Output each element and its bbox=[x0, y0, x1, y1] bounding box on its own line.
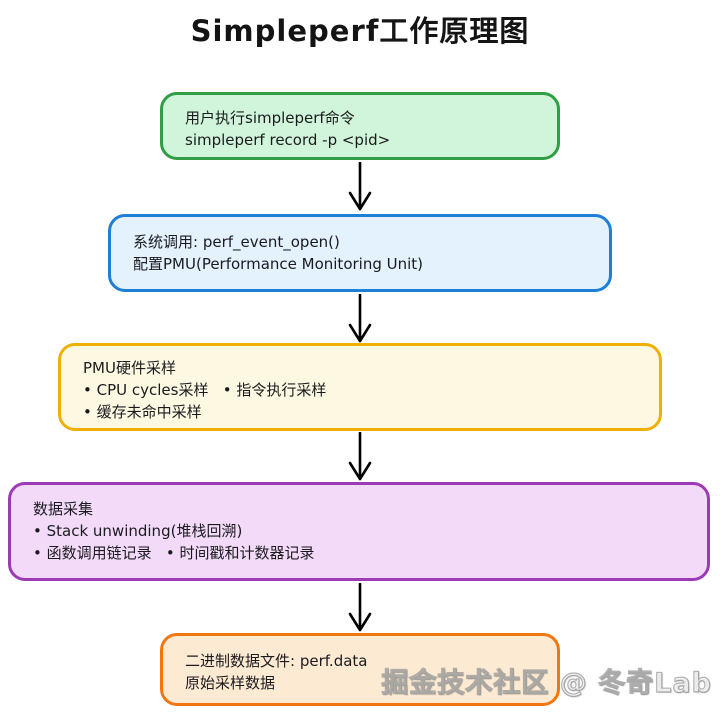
node-text-line: 原始采样数据 bbox=[185, 674, 276, 692]
node-binary-output-file: 二进制数据文件: perf.data 原始采样数据 bbox=[160, 633, 560, 706]
node-syscall-pmu-config: 系统调用: perf_event_open() 配置PMU(Performanc… bbox=[108, 214, 612, 292]
node-text-line: PMU硬件采样 bbox=[83, 359, 176, 377]
node-text-line: • CPU cycles采样 • 指令执行采样 bbox=[83, 381, 327, 399]
flow-arrow-3 bbox=[348, 432, 372, 481]
node-text-line: 二进制数据文件: perf.data bbox=[185, 652, 368, 670]
node-data-collection: 数据采集 • Stack unwinding(堆栈回溯) • 函数调用链记录 •… bbox=[8, 482, 710, 581]
diagram-title: Simpleperf工作原理图 bbox=[190, 14, 530, 48]
flow-arrow-1 bbox=[348, 162, 372, 211]
node-text-line: 数据采集 bbox=[33, 500, 94, 518]
node-text-line: • 缓存未命中采样 bbox=[83, 403, 202, 421]
node-text-line: 用户执行simpleperf命令 bbox=[185, 109, 355, 127]
node-text-line: 系统调用: perf_event_open() bbox=[133, 233, 340, 251]
node-text-line: • 函数调用链记录 • 时间戳和计数器记录 bbox=[33, 544, 315, 562]
node-text-line: • Stack unwinding(堆栈回溯) bbox=[33, 522, 243, 540]
node-text-line: simpleperf record -p <pid> bbox=[185, 131, 391, 149]
node-pmu-hardware-sampling: PMU硬件采样 • CPU cycles采样 • 指令执行采样 • 缓存未命中采… bbox=[58, 343, 662, 431]
node-text-line: 配置PMU(Performance Monitoring Unit) bbox=[133, 255, 424, 273]
flow-arrow-2 bbox=[348, 294, 372, 343]
node-user-command: 用户执行simpleperf命令 simpleperf record -p <p… bbox=[160, 92, 560, 160]
flow-arrow-4 bbox=[348, 583, 372, 632]
